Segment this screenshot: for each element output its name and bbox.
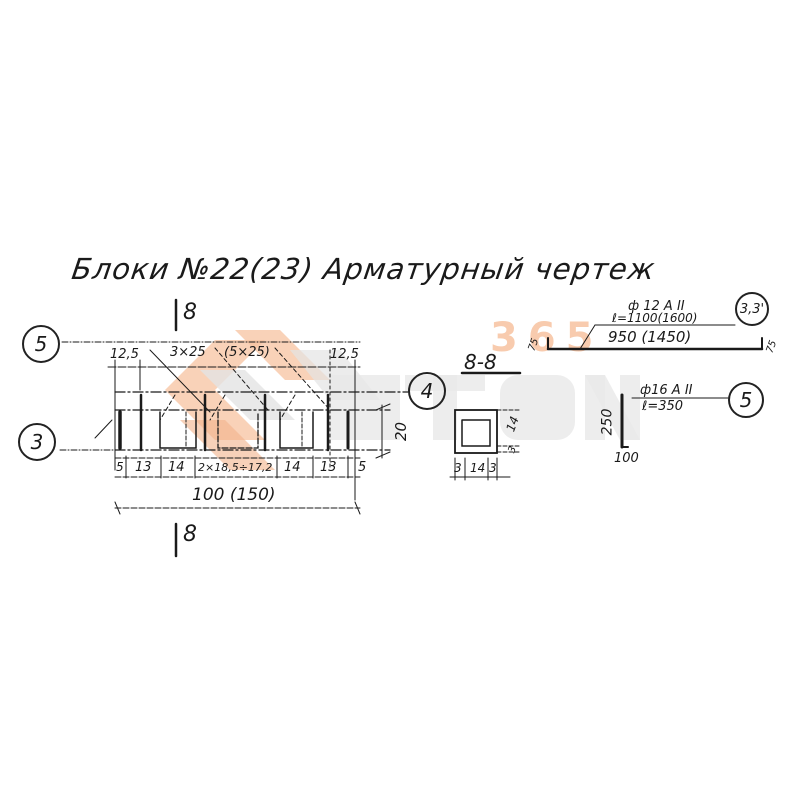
callout-3: 3 [18, 423, 56, 461]
callout-5-left: 5 [22, 325, 60, 363]
dim-bottom-2: 13 [135, 460, 152, 475]
dim-top-left: 12,5 [110, 347, 139, 362]
section-dim-3-left: 3 [454, 461, 462, 475]
overall-length: 100 (150) [192, 485, 276, 505]
dim-bottom-4: 2×18,5÷17,2 [198, 461, 273, 474]
bar3-spec: ф 12 А II [628, 299, 685, 314]
dim-top-right: 12,5 [330, 347, 359, 362]
section-mark-top: 8 [183, 300, 197, 325]
dim-bottom-1: 5 [116, 460, 124, 474]
watermark-365: 365 [490, 315, 604, 361]
drawing-title: Блоки №22(23) Арматурный чертеж [69, 252, 658, 286]
dim-bottom-3: 14 [168, 460, 185, 475]
dim-bottom-5: 14 [284, 460, 301, 475]
bar5-horizontal: 100 [614, 451, 639, 466]
callout-3-3prime: 3,3' [735, 292, 769, 326]
bar5-vertical: 250 [599, 408, 616, 436]
dim-bottom-7: 5 [358, 460, 367, 475]
dim-bottom-6: 13 [320, 460, 337, 475]
bar5-spec: ф16 А II [640, 383, 693, 398]
callout-5-right: 5 [728, 382, 764, 418]
section-label: 8-8 [464, 350, 497, 374]
dim-top-spacing: 3×25 [170, 345, 206, 360]
dim-top-spacing-alt: (5×25) [224, 345, 270, 360]
callout-4: 4 [408, 372, 446, 410]
section-dim-3-right: 3 [489, 461, 497, 475]
bar3-length: ℓ=1100(1600) [612, 311, 698, 325]
bar5-length: ℓ=350 [642, 399, 684, 414]
section-mark-bottom: 8 [183, 522, 197, 547]
bar3-straight: 950 (1450) [608, 328, 692, 346]
dim-height: 20 [392, 421, 411, 442]
section-dim-14: 14 [470, 461, 486, 475]
